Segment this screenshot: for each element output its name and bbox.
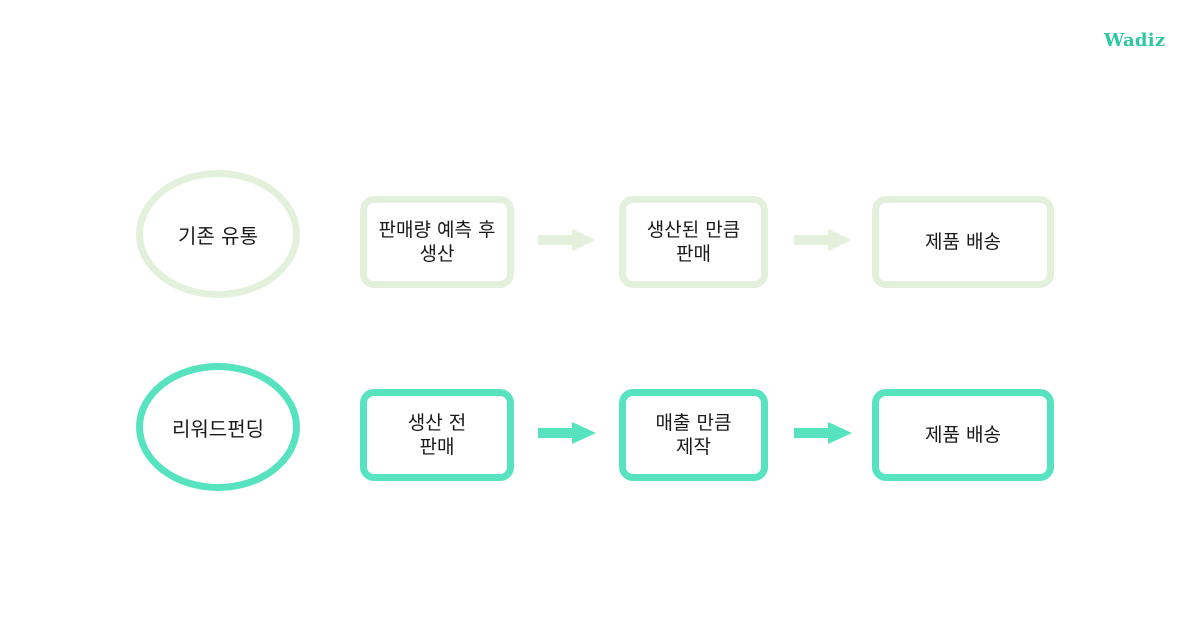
step-box-legacy-2: 생산된 만큼 판매 [619,196,768,288]
step-text-line1: 매출 만큼 [655,412,732,434]
step-text-line2: 판매 [676,243,711,265]
flow-row-reward: 리워드펀딩 생산 전 판매 매출 만큼 제작 제품 배송 [0,363,1200,503]
arrow-right-icon [538,229,596,251]
row-label-reward: 리워드펀딩 [136,363,300,491]
row-label-text: 기존 유통 [178,223,258,248]
step-box-legacy-1: 판매량 예측 후 생산 [360,196,514,288]
step-box-reward-3: 제품 배송 [872,389,1054,481]
step-box-reward-2: 매출 만큼 제작 [619,389,768,481]
step-text-line1: 생산 전 [407,412,467,434]
step-text-line1: 제품 배송 [925,231,1001,253]
step-box-legacy-3: 제품 배송 [872,196,1054,288]
wadiz-logo: Wadiz [1104,30,1166,51]
row-label-text: 리워드펀딩 [172,416,264,441]
row-label-legacy: 기존 유통 [136,170,300,298]
step-text-line2: 제작 [676,436,711,458]
arrow-right-icon [794,422,852,444]
step-text-line1: 생산된 만큼 [646,219,741,241]
step-text-line2: 판매 [419,436,455,458]
step-text-line1: 판매량 예측 후 [378,219,496,241]
arrow-right-icon [538,422,596,444]
step-text-line2: 생산 [419,243,455,265]
step-text-line1: 제품 배송 [925,424,1001,446]
step-box-reward-1: 생산 전 판매 [360,389,514,481]
arrow-right-icon [794,229,852,251]
flow-row-legacy: 기존 유통 판매량 예측 후 생산 생산된 만큼 판매 제품 배송 [0,170,1200,310]
